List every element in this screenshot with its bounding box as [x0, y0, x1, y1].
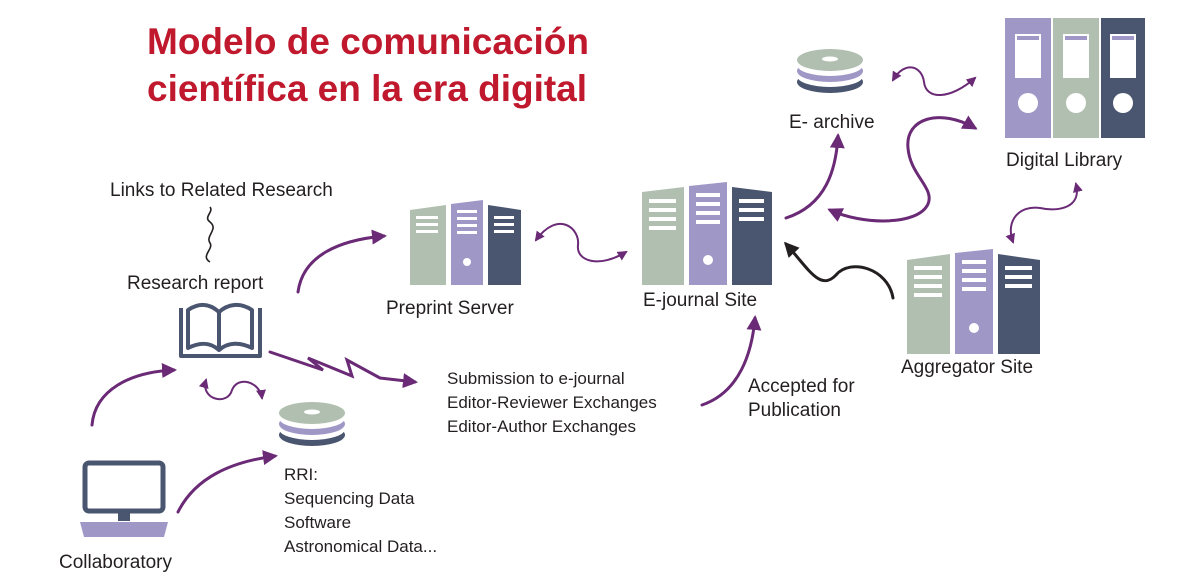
rri-label: RRI: Sequencing Data Software Astronomic… [284, 463, 437, 559]
arrow-earchive-library-exchange [891, 66, 977, 96]
rri-line-4: Astronomical Data... [284, 537, 438, 556]
aggregator-site-label: Aggregator Site [901, 357, 1034, 378]
title-line-2: científica en la era digital [147, 68, 588, 109]
links-related-label: Links to Related Research [110, 180, 333, 201]
submission-label: Submission to e-journal Editor-Reviewer … [447, 367, 657, 439]
arrow-ejournal-to-earchive [784, 133, 845, 220]
arrow-report-to-submission [268, 350, 418, 389]
book-icon [179, 303, 262, 358]
digital-library-label: Digital Library [1006, 150, 1123, 171]
computer-icon [80, 460, 168, 537]
arrow-report-to-preprint [296, 229, 387, 294]
arrow-library-aggregator-exchange [1005, 182, 1083, 244]
arrow-report-rri-exchange [198, 378, 266, 400]
arrow-links-squiggle [205, 206, 214, 263]
research-report-label: Research report [127, 273, 264, 294]
arrow-library-ejournal-loop [827, 115, 978, 223]
accepted-for-publication-label: Accepted for Publication [748, 375, 855, 423]
rri-database-icon [279, 402, 345, 446]
arrow-preprint-ejournal-exchange [534, 222, 628, 263]
preprint-server-label: Preprint Server [386, 298, 514, 319]
accepted-line-2: Publication [748, 400, 841, 421]
arrow-aggregator-to-ejournal [783, 241, 895, 300]
submission-line-2: Editor-Reviewer Exchanges [447, 393, 657, 412]
binder-icon [1005, 18, 1145, 138]
preprint-server-icon [410, 200, 521, 285]
earchive-database-icon [797, 49, 863, 93]
aggregator-server-icon [907, 249, 1040, 354]
accepted-line-1: Accepted for [748, 376, 855, 397]
arrow-accepted-to-ejournal [700, 315, 762, 407]
earchive-label: E- archive [789, 112, 875, 133]
diagram-title: Modelo de comunicación científica en la … [147, 18, 589, 112]
arrow-collaboratory-to-report [90, 363, 177, 427]
rri-line-3: Software [284, 513, 352, 532]
arrow-collaboratory-to-rri [176, 450, 278, 514]
rri-line-2: Sequencing Data [284, 489, 415, 508]
ejournal-server-icon [642, 182, 772, 285]
rri-line-1: RRI: [284, 465, 318, 484]
collaboratory-label: Collaboratory [59, 552, 172, 573]
ejournal-site-label: E-journal Site [643, 290, 758, 311]
title-line-1: Modelo de comunicación [147, 21, 589, 62]
submission-line-3: Editor-Author Exchanges [447, 417, 636, 436]
submission-line-1: Submission to e-journal [447, 369, 625, 388]
